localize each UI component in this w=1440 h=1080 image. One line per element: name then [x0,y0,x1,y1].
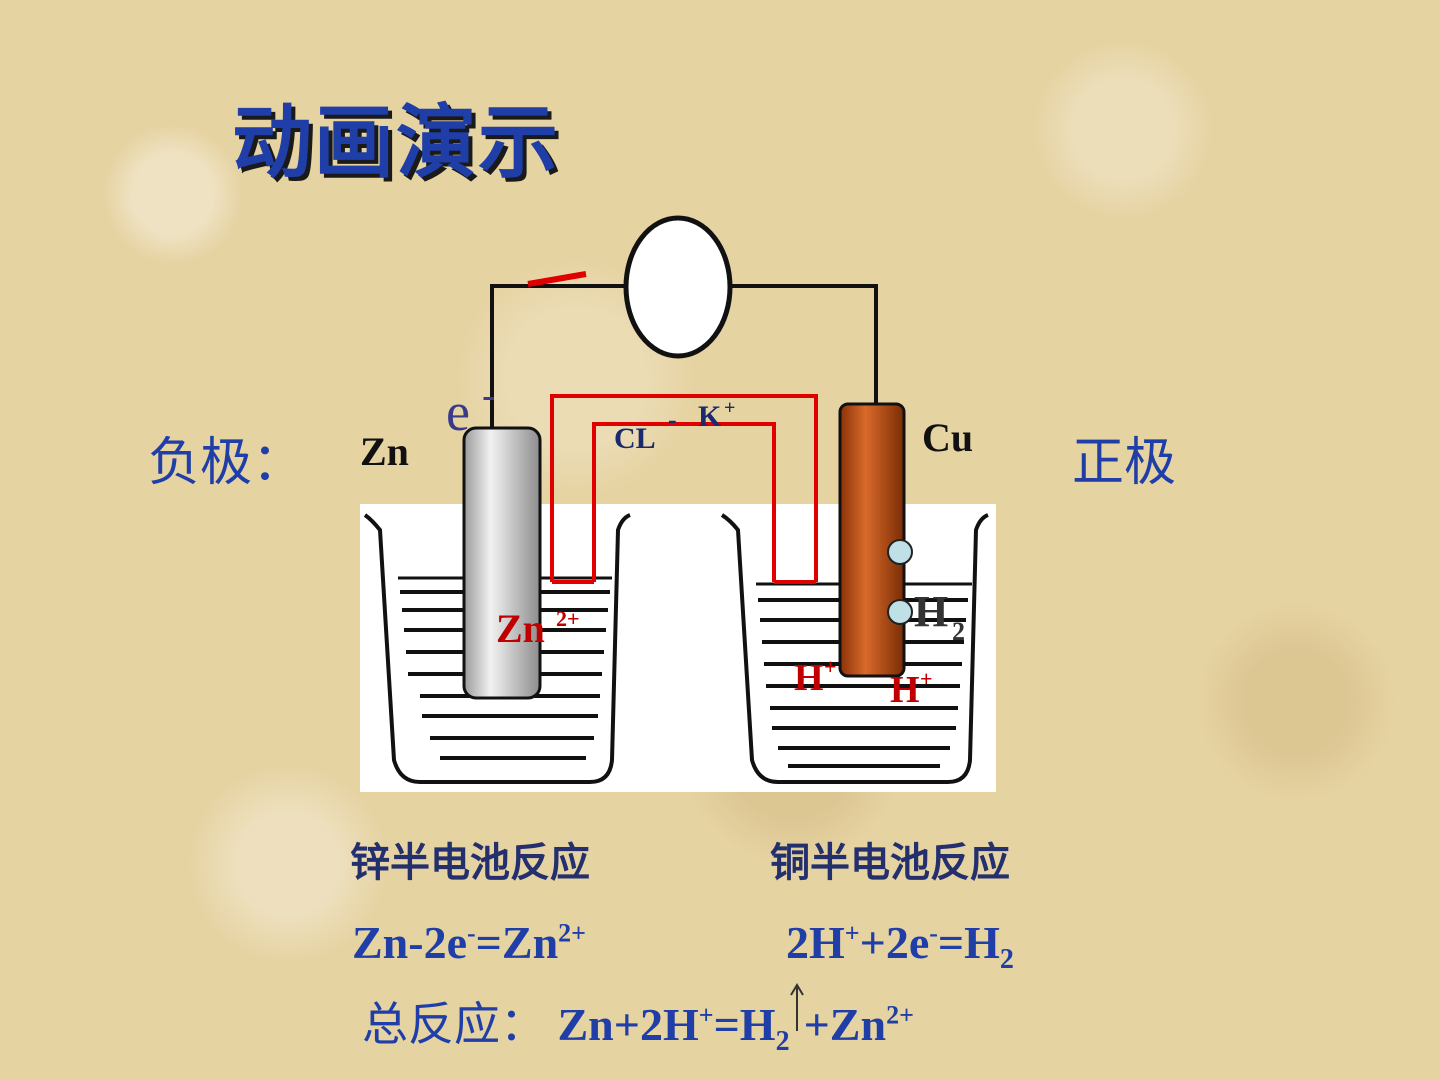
h-ion-label: H [890,669,920,711]
cl-sign: - [668,405,677,434]
total-equation: 总反应： Zn+2H+=H2+Zn2+ [362,983,914,1058]
zn-label: Zn [360,429,409,474]
page-title: 动画演示 [232,96,560,189]
h-ion-charge: + [824,654,837,679]
cl-label: CL [614,422,656,455]
zn-half-cell-title: 锌半电池反应 [350,840,590,886]
k-sign: + [724,397,735,419]
electron-label: e [446,382,470,442]
copper-electrode [838,402,906,678]
external-wire [490,284,878,432]
h2-subscript: 2 [952,617,965,646]
k-label: K [698,400,722,433]
salt-bridge [550,394,818,584]
ammeter-icon [623,215,733,359]
cu-label: Cu [922,415,974,460]
gas-arrow-icon [789,983,804,1051]
zinc-electrode [462,426,542,700]
electron-sign: - [482,372,495,417]
h-ion-charge: + [920,666,933,691]
switch-icon [527,271,587,287]
h2-label: H [914,587,948,636]
positive-pole-label: 正极 [1072,433,1177,493]
h2-bubble [887,539,913,565]
negative-pole-label: 负极： [148,433,305,493]
zn-ion-charge: 2+ [556,606,580,631]
h-ion-label: H [794,657,824,699]
cu-half-equation: 2H++2e-=H2 [786,917,1014,976]
h2-bubble [887,599,913,625]
zn-ion-label: Zn [496,606,545,651]
cu-half-cell-title: 铜半电池反应 [770,840,1010,886]
zn-half-equation: Zn-2e-=Zn2+ [352,917,586,968]
